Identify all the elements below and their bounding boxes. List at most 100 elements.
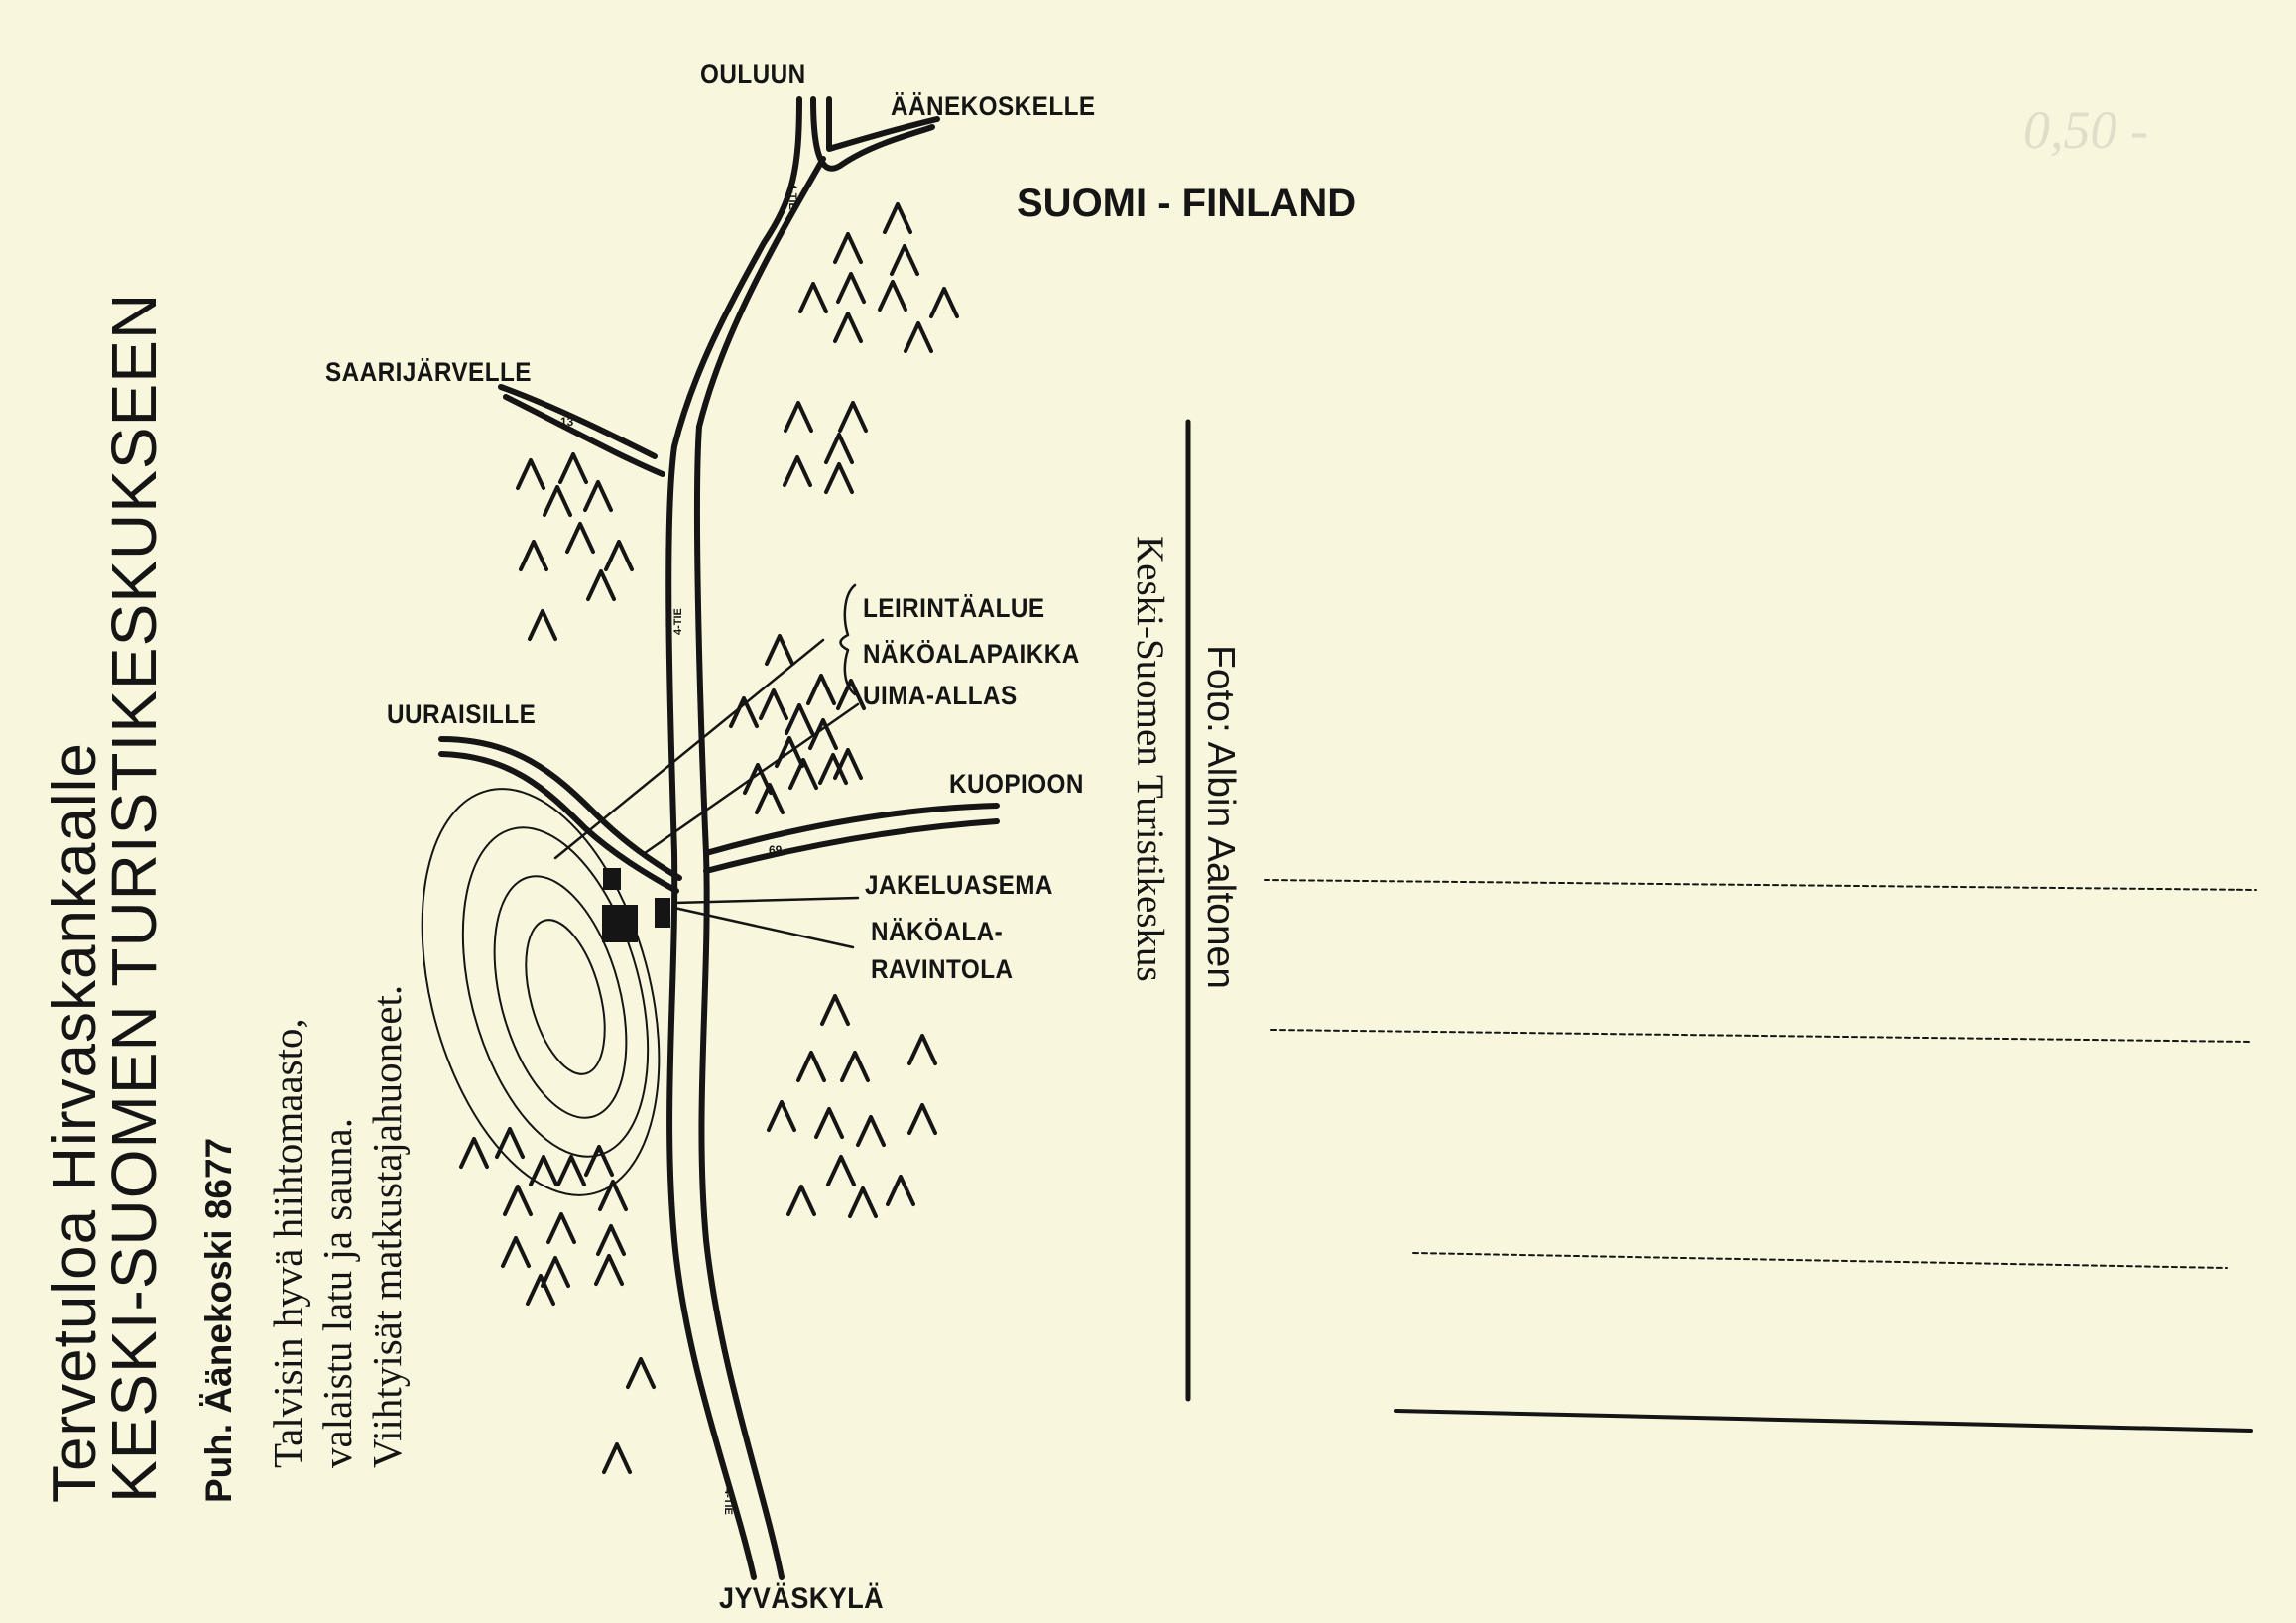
tree-icon <box>840 1051 870 1082</box>
tree-icon <box>604 540 634 571</box>
road-69-kuopio <box>703 803 1000 856</box>
label-ravintola: RAVINTOLA <box>871 954 1014 984</box>
tree-icon <box>556 1155 586 1186</box>
tree-icon <box>558 452 588 484</box>
pointer-restaurant <box>672 906 855 949</box>
label-nakoalapaikka: NÄKÖALAPAIKKA <box>863 639 1080 669</box>
tree-icon <box>528 609 557 641</box>
address-line-3 <box>1412 1252 2228 1269</box>
tree-icon <box>765 634 794 666</box>
pencil-price-note: 0,50 - <box>2023 100 2148 160</box>
tree-icon <box>584 1145 614 1177</box>
tree-icon <box>546 1212 576 1244</box>
tree-icon <box>783 455 812 487</box>
tree-icon <box>786 1185 816 1216</box>
tree-icon <box>848 1186 878 1218</box>
tree-icon <box>602 1442 632 1474</box>
address-line-2 <box>1270 1029 2252 1043</box>
address-line-4 <box>1394 1409 2253 1433</box>
road-mark-4-tie-north: 4-TIE <box>786 184 798 210</box>
tree-icon <box>516 458 545 490</box>
label-aanekoskelle: ÄÄNEKOSKELLE <box>891 91 1096 121</box>
tree-icon <box>820 994 850 1026</box>
building-gas-station-icon <box>655 898 670 928</box>
tree-icon <box>907 1034 937 1065</box>
tree-icon <box>814 1107 844 1139</box>
tree-icon <box>838 401 868 433</box>
road-mark-4-tie-mid: 4-TIE <box>672 608 684 635</box>
road-aanekoski <box>826 96 940 152</box>
tree-icon <box>883 202 912 234</box>
tree-icon <box>907 1103 937 1135</box>
hill-contour-1 <box>421 788 661 1196</box>
road-69-kuopio-2 <box>703 818 1000 874</box>
tree-icon <box>818 753 848 785</box>
tree-icon <box>833 748 863 780</box>
tree-icon <box>836 679 866 710</box>
tree-icon <box>583 480 613 512</box>
tree-icon <box>519 540 548 571</box>
tree-icon <box>833 232 863 264</box>
hill-contour-4 <box>525 919 606 1075</box>
hill-contour-3 <box>493 875 628 1119</box>
tree-icon <box>586 569 616 601</box>
tree-icon <box>759 688 788 720</box>
tree-icon <box>767 1100 796 1132</box>
tree-icon <box>833 312 863 343</box>
tree-icon <box>729 696 759 728</box>
tree-icon <box>775 736 804 768</box>
brace-camping <box>839 583 857 696</box>
tree-icon <box>594 1254 624 1286</box>
tree-icon <box>836 272 866 304</box>
tree-icon <box>788 758 818 790</box>
tree-icon <box>743 763 773 795</box>
tree-icon <box>565 522 595 554</box>
tree-icon <box>543 485 572 517</box>
publisher-credit: Keski-Suomen Turistikeskus <box>1129 536 1171 982</box>
tree-icon <box>886 1175 915 1206</box>
tree-icon <box>798 282 828 313</box>
tree-icon <box>808 718 838 750</box>
pointer-viewpoint <box>553 638 825 860</box>
tree-icon <box>904 321 933 353</box>
pointer-gas-station <box>672 896 860 905</box>
road-mark-13: 13 <box>560 415 574 429</box>
tree-icon <box>495 1127 525 1159</box>
tree-icon <box>526 1274 555 1306</box>
label-jyvaskyla: JYVÄSKYLÄ <box>719 1582 885 1615</box>
label-leirintaalue: LEIRINTÄALUE <box>863 593 1045 623</box>
address-line-1 <box>1264 879 2257 891</box>
tree-icon <box>598 1180 628 1211</box>
label-saarijarvelle: SAARIJÄRVELLE <box>325 357 532 387</box>
tree-icon <box>626 1357 656 1389</box>
tree-icon <box>459 1137 489 1169</box>
tree-icon <box>796 1051 826 1082</box>
hill-contour-2 <box>461 826 650 1158</box>
road-uuraisille <box>438 736 682 881</box>
tree-icon <box>890 244 919 276</box>
highway-4-west-edge <box>665 96 802 1580</box>
road-13-saarijarvi <box>498 384 658 459</box>
tree-icon <box>503 1185 533 1216</box>
highway-4-east-edge <box>693 96 935 1580</box>
label-uima-allas: UIMA-ALLAS <box>863 681 1018 710</box>
label-jakeluasema: JAKELUASEMA <box>865 870 1053 900</box>
label-nakoala: NÄKÖALA- <box>871 917 1004 946</box>
tree-icon <box>878 280 907 312</box>
tree-icon <box>541 1256 570 1288</box>
tree-icon <box>824 462 854 494</box>
tree-icon <box>806 674 836 705</box>
road-13-saarijarvi-2 <box>503 394 665 477</box>
road-uuraisille-2 <box>438 751 679 894</box>
tree-icon <box>856 1115 886 1147</box>
road-mark-69: 69 <box>769 843 783 857</box>
photo-credit: Foto: Albin Aaltonen <box>1199 645 1242 989</box>
label-uuraisille: UURAISILLE <box>387 699 537 729</box>
tree-icon <box>501 1236 531 1268</box>
road-mark-4-tie-south: 4-TIE <box>722 1488 734 1515</box>
tree-icon <box>755 783 785 814</box>
tree-icon <box>826 1155 856 1186</box>
building-camping-icon <box>603 868 621 890</box>
